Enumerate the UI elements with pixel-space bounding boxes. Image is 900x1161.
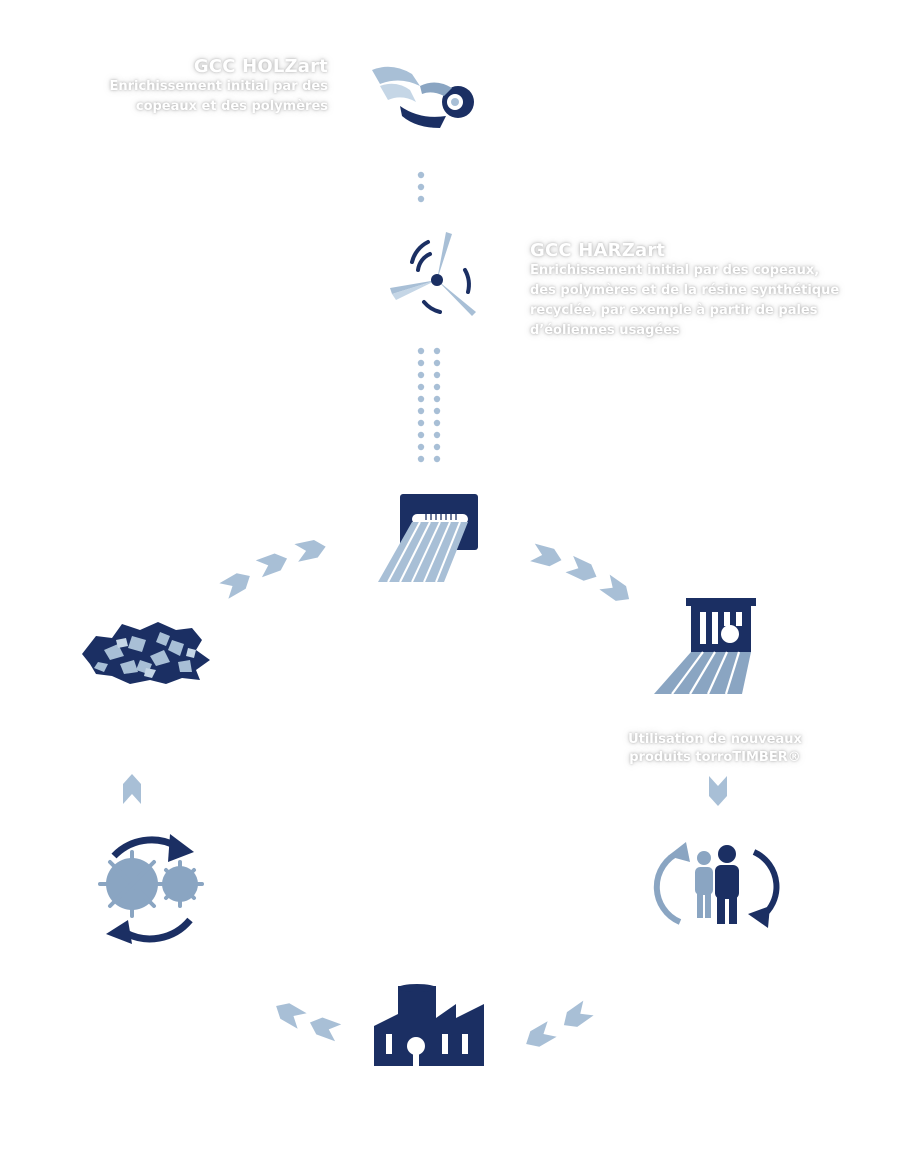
extruder-icon — [378, 494, 478, 583]
arrow-factory-to-grinder — [271, 998, 342, 1042]
connector-dot — [433, 347, 441, 355]
arrow-plant-to-users — [709, 776, 727, 806]
connector-dot — [417, 347, 425, 355]
holzart-label: GCC HOLZart Enrichissement initial par d… — [109, 56, 328, 117]
holzart-desc-line1: Enrichissement initial par des — [109, 79, 328, 94]
connector-dot — [433, 383, 441, 391]
connector-dot — [417, 455, 425, 463]
arrow-users-to-factory — [521, 1000, 594, 1052]
connector-dot — [417, 443, 425, 451]
harzart-desc-line4: d’éoliennes usagées — [530, 323, 680, 338]
connector-dot — [417, 371, 425, 379]
connector-dot — [433, 371, 441, 379]
wind-turbine-icon — [390, 232, 476, 316]
factory-icon — [374, 984, 484, 1066]
dotted-connector-double — [417, 347, 441, 463]
connector-dot — [417, 431, 425, 439]
connector-dot — [433, 395, 441, 403]
holzart-desc-line2: copeaux et des polymères — [135, 99, 328, 114]
arrow-chips-to-extruder — [219, 537, 328, 599]
usage-label: Utilisation de nouveaux produits torroTI… — [600, 731, 830, 767]
harzart-desc-line3: recyclée, par exemple à partir de pales — [530, 303, 818, 318]
usage-line1: Utilisation de nouveaux — [628, 732, 802, 747]
recycling-grinder-icon — [98, 834, 204, 944]
harzart-desc-line2: des polymères et de la résine synthétiqu… — [530, 283, 840, 298]
arrow-grinder-to-chips — [123, 774, 141, 804]
connector-dot — [433, 443, 441, 451]
harzart-title: GCC HARZart — [530, 240, 666, 261]
connector-dot — [417, 419, 425, 427]
connector-dot — [433, 407, 441, 415]
arrow-extruder-to-plant — [530, 543, 635, 607]
connector-dot — [417, 359, 425, 367]
harzart-label: GCC HARZart Enrichissement initial par d… — [530, 240, 839, 341]
connector-dot — [417, 395, 425, 403]
production-plant-icon — [654, 598, 756, 695]
usage-line2: produits torroTIMBER® — [629, 750, 801, 765]
connector-dot — [417, 407, 425, 415]
users-cycle-icon — [653, 842, 780, 928]
paper-roll-icon — [372, 66, 474, 128]
connector-dot — [417, 383, 425, 391]
connector-dot — [433, 431, 441, 439]
wood-chips-icon — [82, 622, 210, 684]
connector-dot — [433, 419, 441, 427]
holzart-title: GCC HOLZart — [193, 56, 328, 77]
dotted-connector-top — [417, 171, 425, 203]
connector-dot — [433, 359, 441, 367]
connector-dot — [433, 455, 441, 463]
harzart-desc-line1: Enrichissement initial par des copeaux, — [530, 263, 820, 278]
